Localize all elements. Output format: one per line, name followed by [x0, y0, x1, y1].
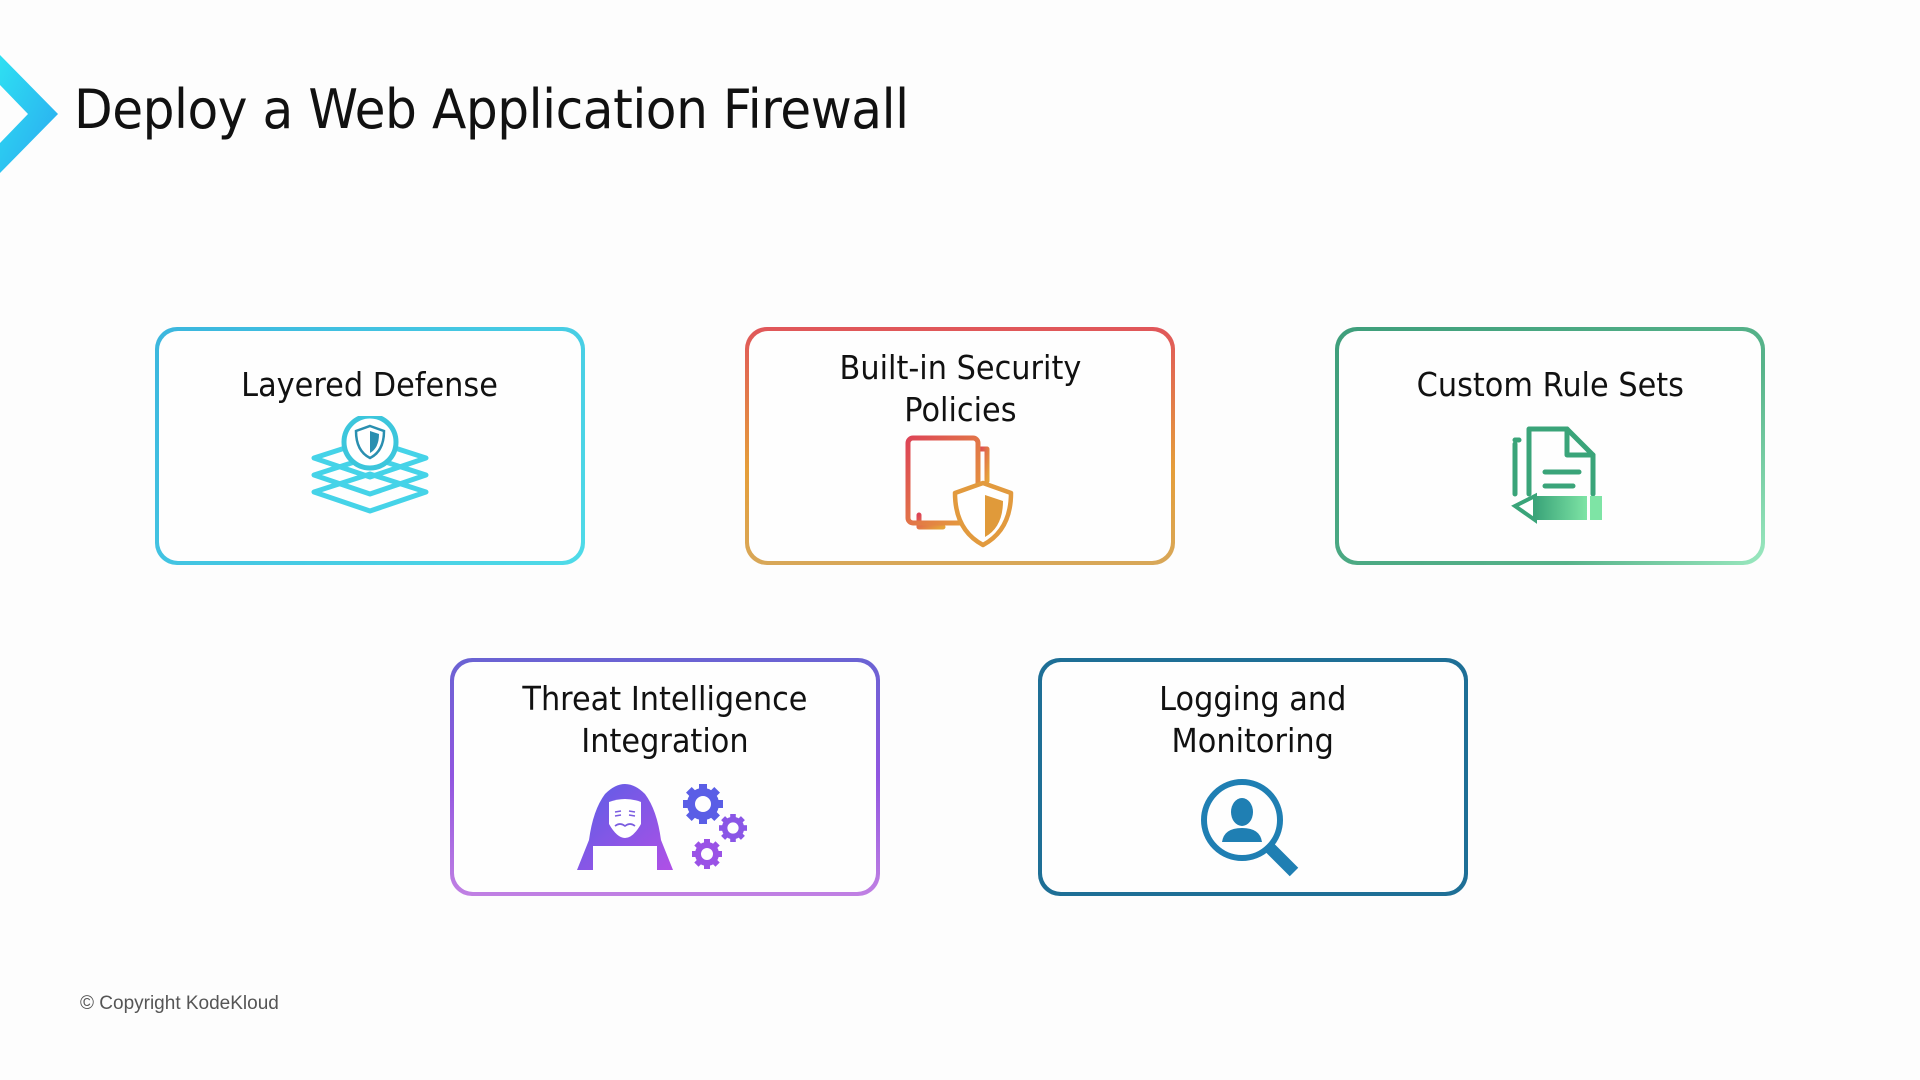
chevron-logo-icon	[0, 55, 58, 173]
layers-shield-icon	[311, 416, 429, 514]
card-builtin-security-policies: Built-in Security Policies	[745, 327, 1175, 565]
hacker-gears-icon	[577, 780, 755, 875]
card-title: Logging and Monitoring	[1159, 679, 1347, 760]
document-shield-icon	[905, 435, 1014, 548]
card-title: Custom Rule Sets	[1416, 365, 1684, 404]
document-pencil-icon	[1511, 426, 1602, 524]
card-title: Threat Intelligence Integration	[522, 679, 808, 760]
magnifier-user-icon	[1201, 779, 1299, 877]
card-title: Layered Defense	[241, 365, 499, 404]
page-title: Deploy a Web Application Firewall	[74, 78, 909, 141]
card-custom-rule-sets: Custom Rule Sets	[1335, 327, 1765, 565]
card-title: Built-in Security Policies	[839, 348, 1081, 429]
card-logging-monitoring: Logging and Monitoring	[1038, 658, 1468, 896]
copyright-text: © Copyright KodeKloud	[80, 993, 279, 1014]
card-threat-intelligence: Threat Intelligence Integration	[450, 658, 880, 896]
card-layered-defense: Layered Defense	[155, 327, 585, 565]
